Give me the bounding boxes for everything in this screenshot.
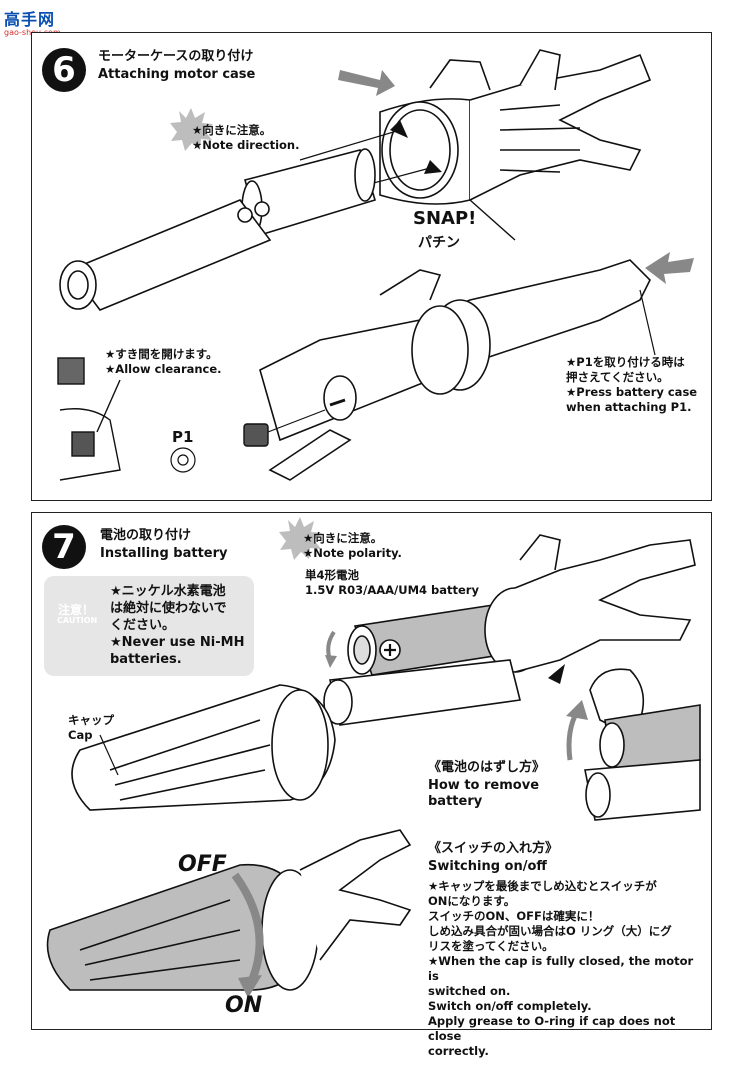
battery-type-jp: 単4形電池 <box>305 568 360 582</box>
remove-title-en-1: How to remove <box>428 778 540 793</box>
switch-note-en-3: Switch on/off completely. <box>428 999 592 1013</box>
switch-cap-drawing <box>46 829 412 991</box>
arrow-icon <box>548 664 565 684</box>
switch-note-en-5: correctly. <box>428 1044 489 1058</box>
switch-note-jp-2: ONになります。 <box>428 894 516 908</box>
switch-note-en-1: ★When the cap is fully closed, the motor… <box>428 954 694 983</box>
switch-note-en-4: Apply grease to O-ring if cap does not c… <box>428 1014 676 1043</box>
caution-en-2: batteries. <box>110 652 182 667</box>
switch-note-en-2: switched on. <box>428 984 511 998</box>
caution-jp-3: ください。 <box>110 618 176 633</box>
arrow-icon <box>645 252 694 284</box>
step6-press-en-2: when attaching P1. <box>566 400 692 414</box>
remove-title-jp: 《電池のはずし方》 <box>428 760 546 775</box>
starburst-icon <box>170 108 213 151</box>
starburst-icon <box>279 517 322 560</box>
caution-jp-1: ★ニッケル水素電池 <box>110 584 226 599</box>
step6-number-badge: 6 <box>42 48 86 92</box>
switch-notes: ★キャップを最後までしめ込むとスイッチが ONになります。 スイッチのON、OF… <box>428 879 703 1059</box>
cap-label-en: Cap <box>68 728 93 742</box>
motor-case-drawing <box>323 534 696 726</box>
arrow-icon <box>338 70 395 96</box>
battery-holder-drawing <box>259 259 651 481</box>
step6-note-direction-en: ★Note direction. <box>192 138 300 152</box>
arrow-icon <box>325 655 337 668</box>
motor-case-drawing <box>379 49 652 205</box>
caution-en-label: CAUTION <box>57 616 98 625</box>
remove-battery-drawing <box>584 668 701 821</box>
arrow-icon <box>390 120 408 138</box>
step7-polarity-jp: ★向きに注意。 <box>303 531 383 545</box>
off-label: OFF <box>178 852 227 877</box>
step6-press-en-1: ★Press battery case <box>566 385 698 399</box>
step6-press-jp-2: 押さえてください。 <box>566 370 669 384</box>
switch-note-jp-5: リスを塗ってください。 <box>428 939 554 953</box>
step6-clearance-en: ★Allow clearance. <box>105 362 222 376</box>
arrow-icon <box>238 975 262 998</box>
step6-clearance-jp: ★すき間を開けます。 <box>105 347 218 361</box>
caution-jp-2: は絶対に使わないで <box>110 601 227 616</box>
step6-note-direction-jp: ★向きに注意。 <box>192 123 272 137</box>
switch-note-jp-3: スイッチのON、OFFは確実に！ <box>428 909 600 923</box>
switch-title-jp: 《スイッチの入れ方》 <box>428 841 559 856</box>
step7-title-jp: 電池の取り付け <box>100 528 192 543</box>
caution-text: ★ニッケル水素電池 は絶対に使わないで ください。 ★Never use Ni-… <box>110 583 255 668</box>
step7-title-en: Installing battery <box>100 546 228 561</box>
cap-drawing <box>71 684 336 811</box>
step6-snap-jp: パチン <box>418 235 460 251</box>
step6-title-jp: モーターケースの取り付け <box>98 49 254 64</box>
cap-label-jp: キャップ <box>68 713 114 727</box>
logo-title: 高手网 <box>4 10 56 29</box>
arrow-icon <box>566 700 588 720</box>
switch-note-jp-1: ★キャップを最後までしめ込むとスイッチが <box>428 879 657 893</box>
step6-snap-en: SNAP! <box>413 208 477 229</box>
switch-title-en: Switching on/off <box>428 859 547 874</box>
rotate-arrow-icon <box>231 872 264 987</box>
step7-number-badge: 7 <box>42 525 86 569</box>
motor-drawing <box>59 148 376 311</box>
pinion-gear-drawing <box>243 409 326 447</box>
step6-press-jp-1: ★P1を取り付ける時は <box>566 355 685 369</box>
remove-title-en-2: battery <box>428 794 483 809</box>
arrow-icon <box>424 160 442 174</box>
clearance-inset-drawing <box>57 357 121 481</box>
caution-box <box>44 576 254 676</box>
battery-type-en: 1.5V R03/AAA/UM4 battery <box>305 583 479 597</box>
step7-polarity-en: ★Note polarity. <box>303 546 402 560</box>
gear-icon <box>170 447 196 473</box>
switch-note-jp-4: しめ込み具合が固い場合はO リング（大）にグ <box>428 924 672 938</box>
step6-title-en: Attaching motor case <box>98 67 256 82</box>
step6-part-label: P1 <box>172 428 194 446</box>
on-label: ON <box>225 993 263 1018</box>
caution-jp-label: 注意！ <box>58 603 95 617</box>
caution-en-1: ★Never use Ni-MH <box>110 635 245 650</box>
